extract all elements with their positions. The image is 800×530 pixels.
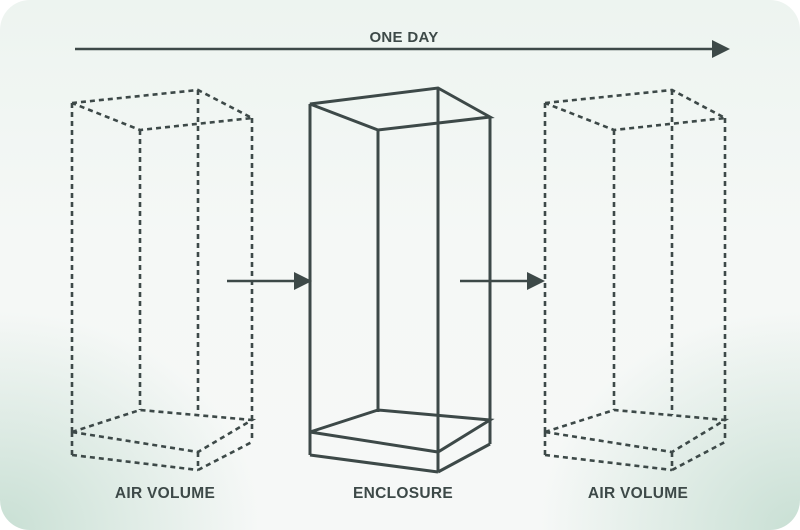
air-volume-right-top	[544, 88, 730, 132]
enclosure-floor	[309, 408, 495, 454]
enclosure-top	[309, 86, 495, 132]
air-volume-left-box	[70, 88, 257, 472]
arrow-to-enclosure	[227, 272, 312, 290]
enclosure-box	[308, 86, 495, 474]
air-volume-left-base-right	[197, 440, 253, 472]
air-volume-right-bottom	[544, 408, 730, 454]
air-volume-left-base-front	[71, 453, 199, 472]
timeline-arrow	[75, 40, 730, 58]
timeline-label: ONE DAY	[369, 29, 438, 46]
arrow-to-air-volume-head	[527, 272, 545, 290]
enclosure-label: ENCLOSURE	[353, 485, 453, 502]
arrow-to-air-volume	[460, 272, 545, 290]
air-volume-right-base-front	[544, 453, 673, 472]
enclosure-base-front	[309, 453, 439, 474]
air-volume-left-bottom	[71, 408, 257, 454]
enclosure-base-right	[437, 442, 491, 474]
arrow-to-enclosure-head	[294, 272, 312, 290]
timeline-arrowhead	[712, 40, 730, 58]
air-volume-right-box	[543, 88, 730, 472]
air-volume-left-top	[71, 88, 257, 132]
air-volume-left-label: AIR VOLUME	[115, 485, 215, 502]
air-volume-right-base-right	[671, 440, 726, 472]
air-volume-right-label: AIR VOLUME	[588, 485, 688, 502]
